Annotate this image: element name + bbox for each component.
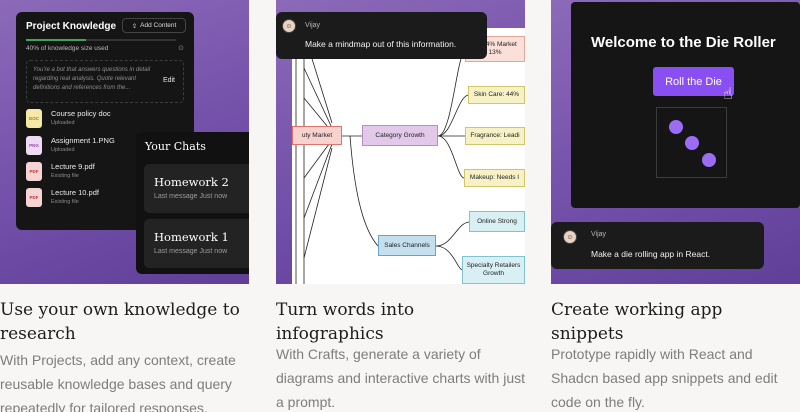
add-content-label: Add Content <box>140 22 177 29</box>
mindmap-node-fragrance[interactable]: Fragrance: Leadi <box>465 127 525 145</box>
die-roller-app-preview: Welcome to the Die Roller Roll the Die ☝ <box>571 2 800 208</box>
feature-card-snippets: Welcome to the Die Roller Roll the Die ☝… <box>551 0 800 412</box>
mindmap-node-label: ury: 4% Market <box>473 41 517 48</box>
your-chats-title: Your Chats <box>145 140 206 153</box>
die-pip <box>685 136 699 150</box>
feature-card-projects: Project Knowledge ⇪ Add Content 40% of k… <box>0 0 249 412</box>
info-icon: ⊙ <box>178 45 184 52</box>
projects-illustration: Project Knowledge ⇪ Add Content 40% of k… <box>0 0 249 284</box>
mindmap-node-online[interactable]: Online Strong <box>469 211 525 232</box>
project-knowledge-title: Project Knowledge <box>26 21 117 32</box>
chat-last-message: Last message Just now <box>154 193 228 200</box>
file-item[interactable]: PDF Lecture 10.pdf Existing file <box>26 188 146 210</box>
pdf-file-icon: PDF <box>26 188 42 207</box>
pdf-file-icon: PDF <box>26 162 42 181</box>
project-knowledge-panel: Project Knowledge ⇪ Add Content 40% of k… <box>16 12 194 230</box>
file-status: Uploaded <box>51 147 75 153</box>
die-pip <box>669 120 683 134</box>
message-text: Make a mindmap out of this information. <box>305 39 457 49</box>
mindmap-node-skin[interactable]: Skin Care: 44% <box>468 86 525 104</box>
mindmap-node-label: Specialty Retailers <box>466 262 521 269</box>
mindmap-node-root[interactable]: uty Market <box>292 126 342 145</box>
mindmap-connectors <box>295 28 470 284</box>
pointer-hand-icon: ☝ <box>723 86 733 103</box>
avatar: ☺ <box>282 19 296 33</box>
message-text: Make a die rolling app in React. <box>591 249 711 259</box>
file-name: Assignment 1.PNG <box>51 136 115 145</box>
chat-last-message: Last message Just now <box>154 248 228 255</box>
mindmap-canvas: uty Market Category Growth Sales Channel… <box>292 28 525 284</box>
chat-title: Homework 1 <box>154 230 229 244</box>
user-message: ☺ Vijay Make a die rolling app in React. <box>551 222 764 269</box>
feature-card-crafts: uty Market Category Growth Sales Channel… <box>276 0 525 412</box>
chat-title: Homework 2 <box>154 175 229 189</box>
project-instructions[interactable]: You're a bot that answers questions in d… <box>26 60 184 103</box>
file-item[interactable]: DOC Course policy doc Uploaded <box>26 109 146 131</box>
add-content-button[interactable]: ⇪ Add Content <box>122 18 186 33</box>
card-description: With Crafts, generate a variety of diagr… <box>276 346 525 410</box>
card-description: With Projects, add any context, create r… <box>0 352 236 412</box>
user-message: ☺ Vijay Make a mindmap out of this infor… <box>276 12 487 59</box>
die-face <box>656 107 727 178</box>
roll-the-die-button[interactable]: Roll the Die <box>653 67 734 96</box>
die-pip <box>702 153 716 167</box>
file-status: Existing file <box>51 199 79 205</box>
png-file-icon: PNG <box>26 136 42 155</box>
file-item[interactable]: PDF Lecture 9.pdf Existing file <box>26 162 146 184</box>
mindmap-node-sales[interactable]: Sales Channels <box>378 235 436 256</box>
file-name: Course policy doc <box>51 109 111 118</box>
knowledge-usage-bar <box>26 39 176 41</box>
project-instructions-text: You're a bot that answers questions in d… <box>33 67 151 91</box>
file-name: Lecture 9.pdf <box>51 162 95 171</box>
knowledge-usage-fill <box>26 39 86 41</box>
mindmap-node-label: Growth <box>483 270 504 277</box>
knowledge-usage-text: 40% of knowledge size used <box>26 45 109 52</box>
message-author: Vijay <box>305 22 321 29</box>
file-status: Existing file <box>51 173 79 179</box>
upload-icon: ⇪ <box>131 22 138 30</box>
edit-instructions-button[interactable]: Edit <box>162 77 175 84</box>
file-status: Uploaded <box>51 120 75 126</box>
chat-item[interactable]: Homework 2 Last message Just now <box>144 164 249 213</box>
snippets-illustration: Welcome to the Die Roller Roll the Die ☝… <box>551 0 800 284</box>
card-title: Turn words into infographics <box>276 300 415 344</box>
card-title: Create working app snippets <box>551 300 723 344</box>
your-chats-panel: Your Chats Homework 2 Last message Just … <box>136 132 249 274</box>
file-name: Lecture 10.pdf <box>51 188 99 197</box>
crafts-illustration: uty Market Category Growth Sales Channel… <box>276 0 525 284</box>
card-description: Prototype rapidly with React and Shadcn … <box>551 346 778 410</box>
mindmap-node-growth[interactable]: Category Growth <box>362 125 438 146</box>
card-title: Use your own knowledge to research <box>0 300 240 344</box>
file-item[interactable]: PNG Assignment 1.PNG Uploaded <box>26 136 146 158</box>
avatar: ☺ <box>563 230 577 244</box>
chat-item[interactable]: Homework 1 Last message Just now <box>144 219 249 268</box>
doc-file-icon: DOC <box>26 109 42 128</box>
mindmap-node-specialty[interactable]: Specialty Retailers Growth <box>462 256 525 284</box>
mindmap-node-makeup[interactable]: Makeup: Needs I <box>464 169 525 187</box>
app-title: Welcome to the Die Roller <box>591 34 776 51</box>
message-author: Vijay <box>591 231 607 238</box>
mindmap-node-label: 13% <box>488 49 502 56</box>
